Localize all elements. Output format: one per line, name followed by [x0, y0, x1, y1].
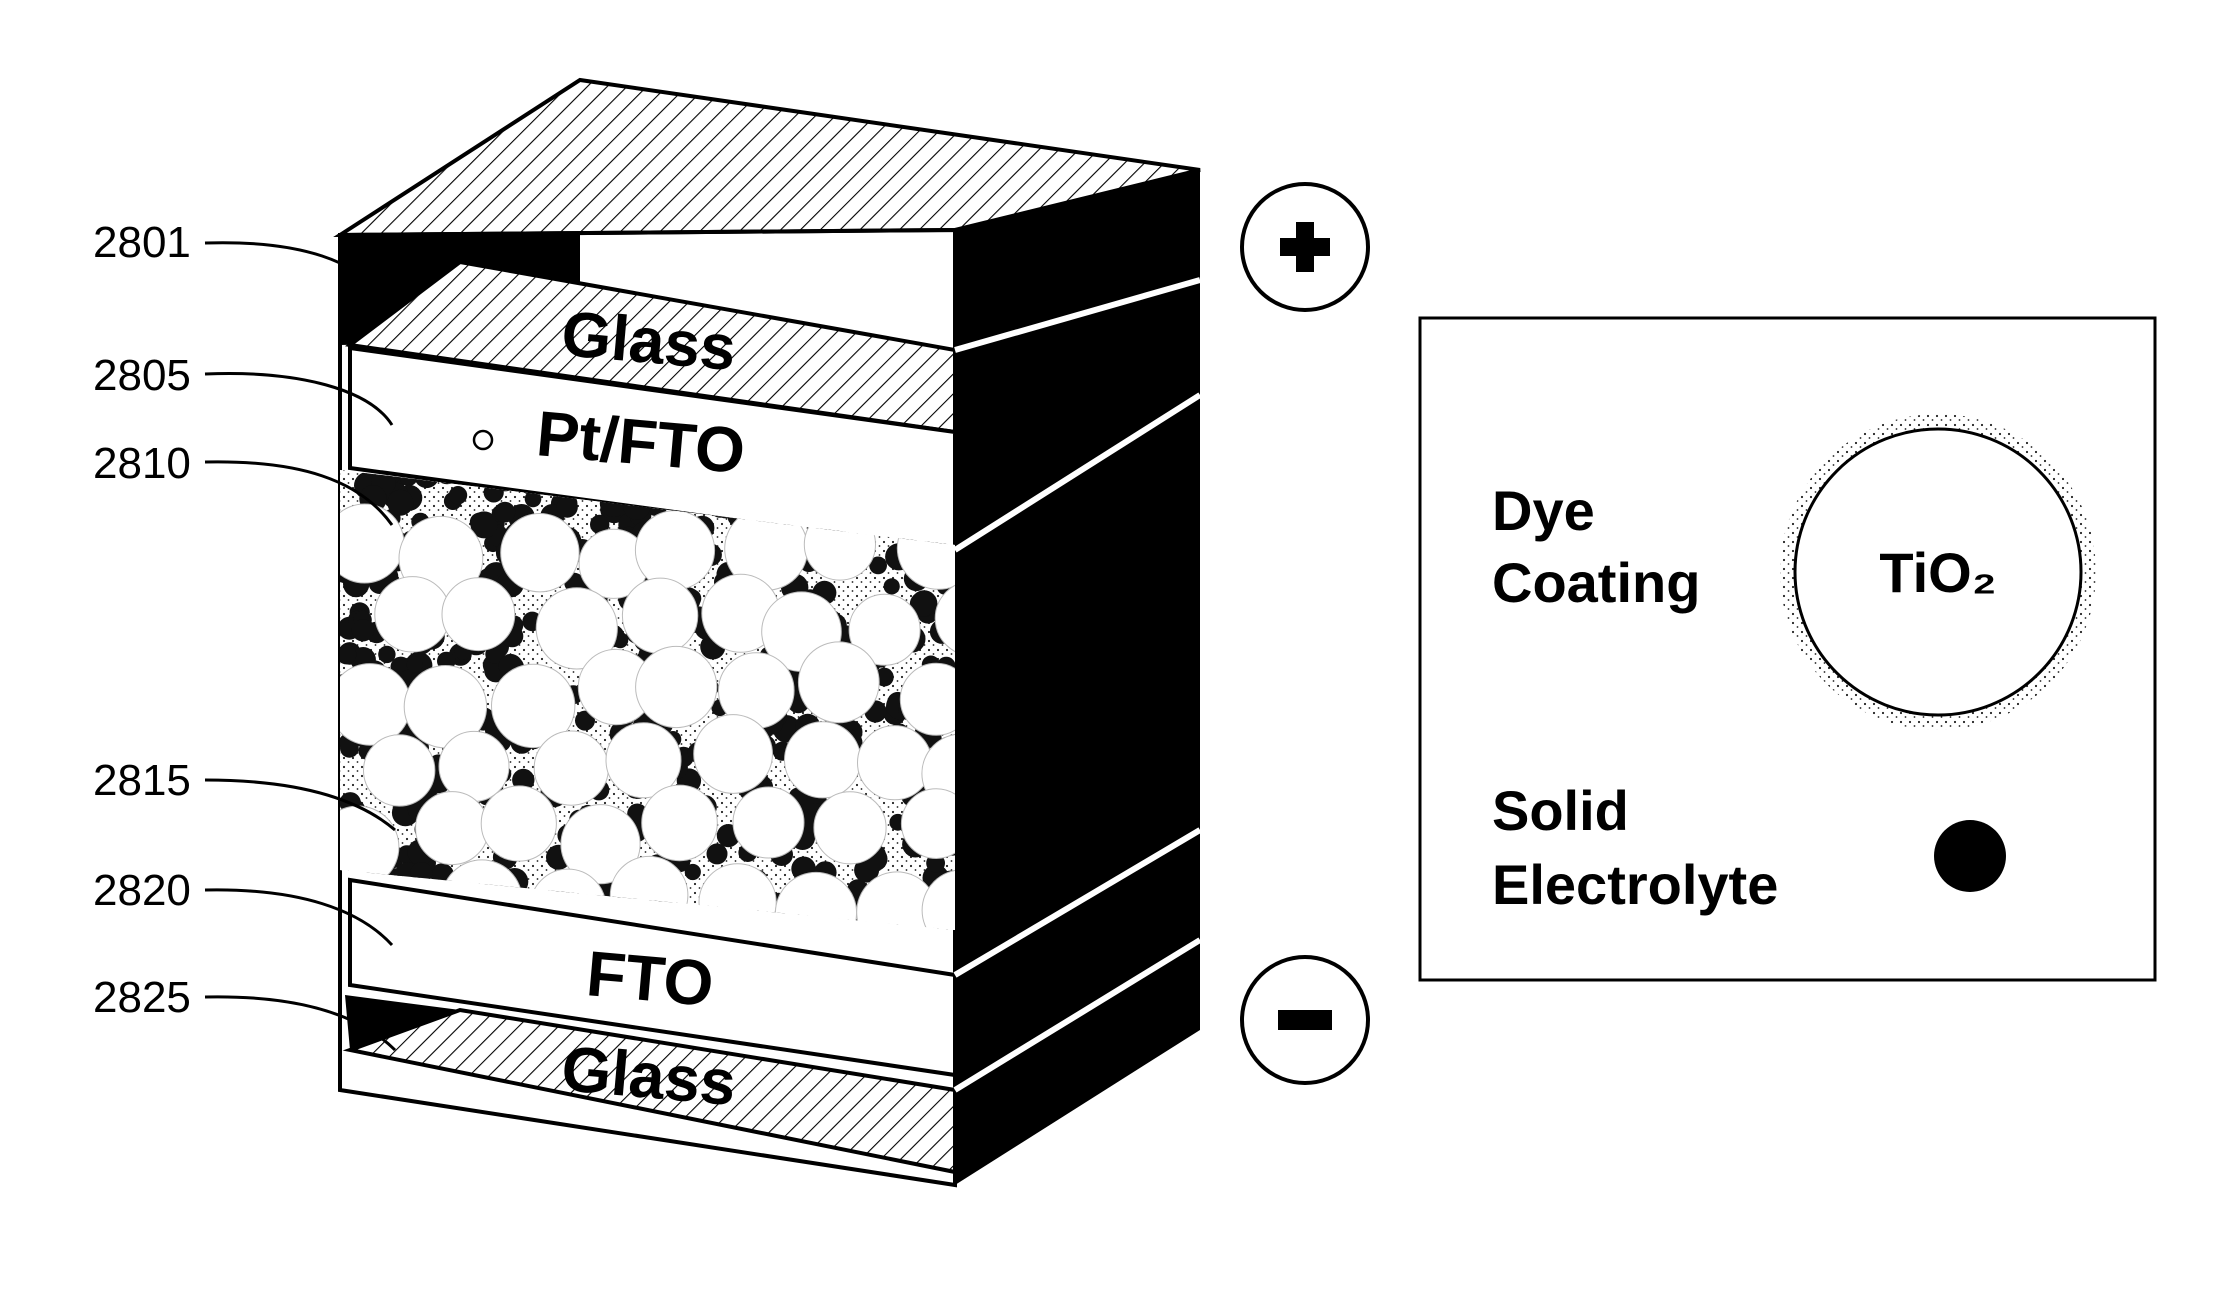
box-right-side	[955, 170, 1200, 1185]
tio2-nanoparticle	[442, 578, 515, 651]
legend-dye-line1: Dye	[1492, 479, 1595, 542]
tio2-nanoparticle	[317, 806, 399, 888]
electrolyte-dot	[707, 843, 728, 864]
legend-box: Dye Coating TiO₂ Solid Electrolyte	[1420, 318, 2155, 980]
tio2-nanoparticle	[329, 664, 411, 746]
tio2-nanoparticle	[636, 646, 717, 727]
negative-terminal	[1242, 957, 1368, 1083]
legend-solid-line1: Solid	[1492, 779, 1629, 842]
tio2-nanoparticle	[501, 514, 579, 592]
electrolyte-dot	[410, 862, 432, 884]
solid-electrolyte-dot	[1934, 820, 2006, 892]
tio2-nanoparticle	[622, 578, 697, 653]
pt-particle	[474, 431, 492, 449]
tio2-nanoparticle	[642, 785, 718, 861]
glass-bottom-label: Glass	[559, 1032, 739, 1119]
callout-2815: 2815	[93, 756, 191, 805]
tio2-nanoparticle	[375, 577, 450, 652]
tio2-nanoparticle	[325, 504, 404, 583]
callout-2820: 2820	[93, 866, 191, 915]
electrolyte-dot	[407, 657, 423, 673]
electrolyte-dot	[387, 490, 413, 516]
cell-box: Glass Pt/FTO FTO Glass	[317, 80, 1200, 1185]
tio2-nanoparticle	[364, 735, 435, 806]
tio2-nanoparticle	[481, 786, 556, 861]
minus-icon	[1278, 1010, 1332, 1030]
glass-top-label: Glass	[559, 297, 739, 384]
electrolyte-dot	[352, 619, 374, 641]
electrolyte-dot	[495, 502, 516, 523]
tio2-nanoparticle	[694, 715, 773, 794]
tio2-nanoparticle	[534, 731, 608, 805]
electrolyte-dot	[610, 897, 628, 915]
tio2-nanoparticle	[775, 872, 856, 953]
tio2-nanoparticle	[785, 722, 861, 798]
tio2-nanoparticle	[699, 864, 776, 941]
tio2-nanoparticle	[858, 726, 932, 800]
tio2-nanoparticle	[733, 787, 804, 858]
callout-2805: 2805	[93, 351, 191, 400]
tio2-nanoparticle	[635, 511, 714, 590]
tio2-nanoparticle	[814, 792, 886, 864]
callout-2825: 2825	[93, 973, 191, 1022]
callout-2810: 2810	[93, 439, 191, 488]
electrolyte-dot	[378, 646, 395, 663]
legend-solid-line2: Electrolyte	[1492, 853, 1778, 916]
fto-label: FTO	[584, 937, 717, 1020]
electrolyte-dot	[449, 486, 467, 504]
tio2-nanoparticle	[416, 792, 489, 865]
electrolyte-dot	[557, 497, 578, 518]
legend-dye-line2: Coating	[1492, 551, 1700, 614]
tio2-nanoparticle	[439, 731, 509, 801]
electrolyte-dot	[884, 578, 900, 594]
positive-terminal	[1242, 184, 1368, 310]
callout-2801: 2801	[93, 218, 191, 267]
legend-tio2-label: TiO₂	[1879, 541, 1996, 604]
tio2-nanoparticle	[798, 642, 879, 723]
